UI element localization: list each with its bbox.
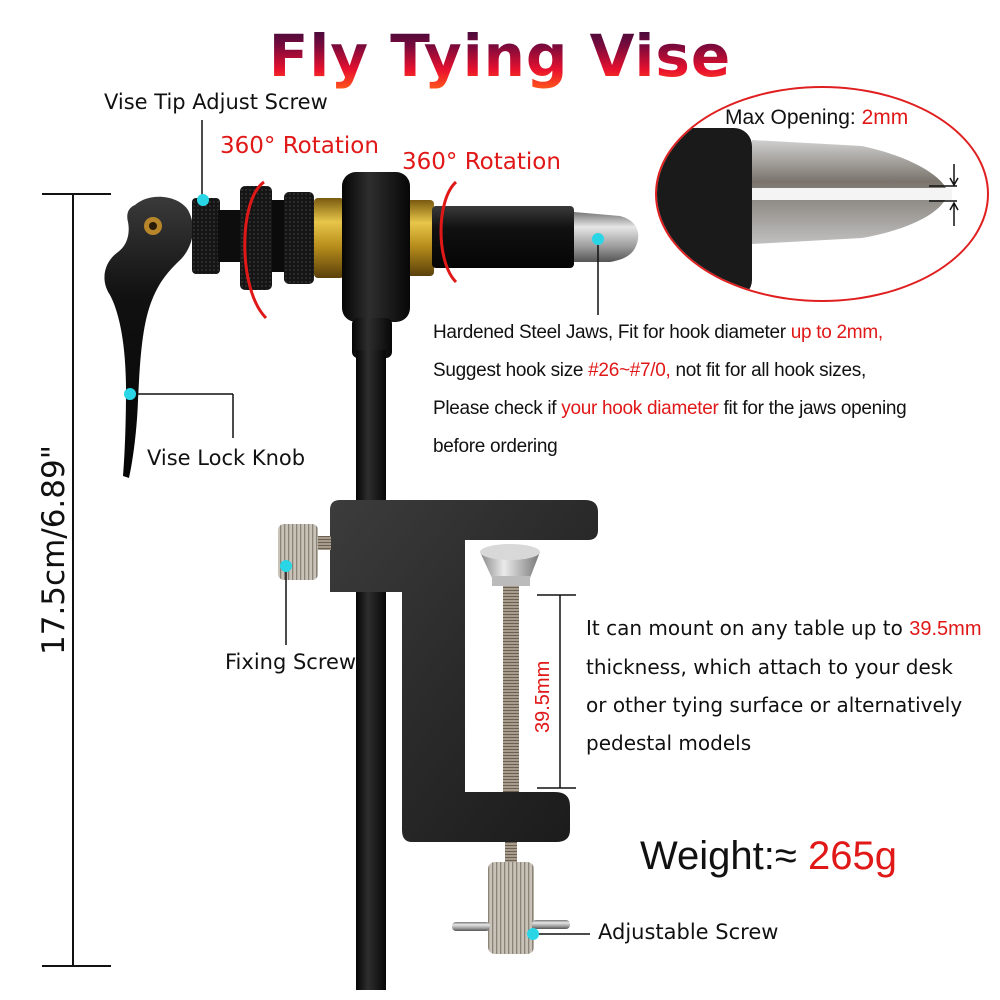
max-opening-value: 2mm [861,106,909,129]
jaws-line-3: Please check if your hook diameter fit f… [433,398,907,419]
weight-label: Weight:≈ 265g [640,834,897,879]
jaws-line-1: Hardened Steel Jaws, Fit for hook diamet… [433,322,883,343]
rotation-label-2: 360° Rotation [402,149,561,175]
height-dim-bottom-tick [42,965,111,967]
jaws-line-4: before ordering [433,436,558,457]
mount-line-1: It can mount on any table up to 39.5mm [586,616,982,640]
max-opening-label: Max Opening: 2mm [725,106,908,130]
vise-lock-knob-marker [124,388,136,400]
adjustable-screw-marker [527,928,539,940]
height-dim-line [72,193,74,966]
adjustable-screw-label: Adjustable Screw [598,920,779,944]
fixing-screw-label: Fixing Screw [225,650,357,674]
vise-tip-adjust-screw-label: Vise Tip Adjust Screw [104,90,328,114]
jaw-closeup-inset: Max Opening: 2mm [655,86,989,302]
clamp-opening-dimension: 39.5mm [532,660,554,733]
fixing-screw-marker [280,560,292,572]
mount-line-4: pedestal models [586,731,752,755]
vise-lock-knob-label: Vise Lock Knob [147,446,306,470]
max-opening-text: Max Opening: [725,106,862,129]
jaws-description: Hardened Steel Jaws, Fit for hook diamet… [433,314,907,466]
vise-tip-adjust-screw-marker [197,194,209,206]
weight-text: Weight:≈ [640,834,808,878]
weight-value: 265g [807,834,897,878]
mount-description: It can mount on any table up to 39.5mm t… [586,609,981,762]
jaw-marker [592,233,604,245]
mount-line-3: or other tying surface or alternatively [586,693,963,717]
height-dim-top-tick [42,193,111,195]
mount-line-2: thickness, which attach to your desk [586,655,953,679]
jaw-closeup-image [657,128,959,298]
jaws-line-2: Suggest hook size #26~#7/0, not fit for … [433,360,866,381]
page-title: Fly Tying Vise [0,22,1000,90]
rotation-label-1: 360° Rotation [220,133,379,159]
